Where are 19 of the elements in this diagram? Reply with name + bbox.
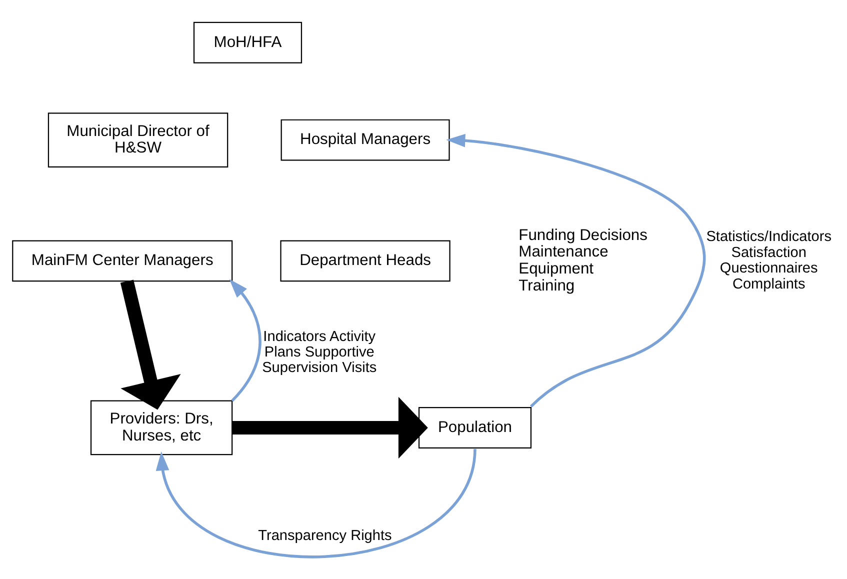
node-box: Population — [418, 406, 532, 448]
node-box: Municipal Director of H&SW — [48, 112, 228, 167]
node-box: Hospital Managers — [280, 118, 450, 160]
arrow — [156, 448, 476, 558]
edge-label: Transparency Rights — [258, 528, 392, 544]
label: Training — [518, 276, 575, 294]
arrow — [120, 279, 181, 410]
node-box: MoH/HFA — [193, 21, 302, 63]
node-box: Department Heads — [280, 240, 450, 282]
edge-label: Statistics/Indicators Satisfaction Questionnaires Complaints — [706, 228, 832, 292]
node-box: MainFM Center Managers — [12, 240, 233, 282]
arrow — [232, 396, 428, 458]
edge-label: Indicators Activity Plans Supportive Supervision Visits — [262, 328, 377, 376]
label: Funding Decisions — [518, 226, 648, 244]
arrow — [446, 133, 706, 407]
node-box: Providers: Drs, Nurses, etc — [90, 400, 233, 455]
label: Equipment — [518, 260, 594, 277]
arrow — [229, 278, 262, 402]
label: Maintenance — [518, 243, 608, 260]
